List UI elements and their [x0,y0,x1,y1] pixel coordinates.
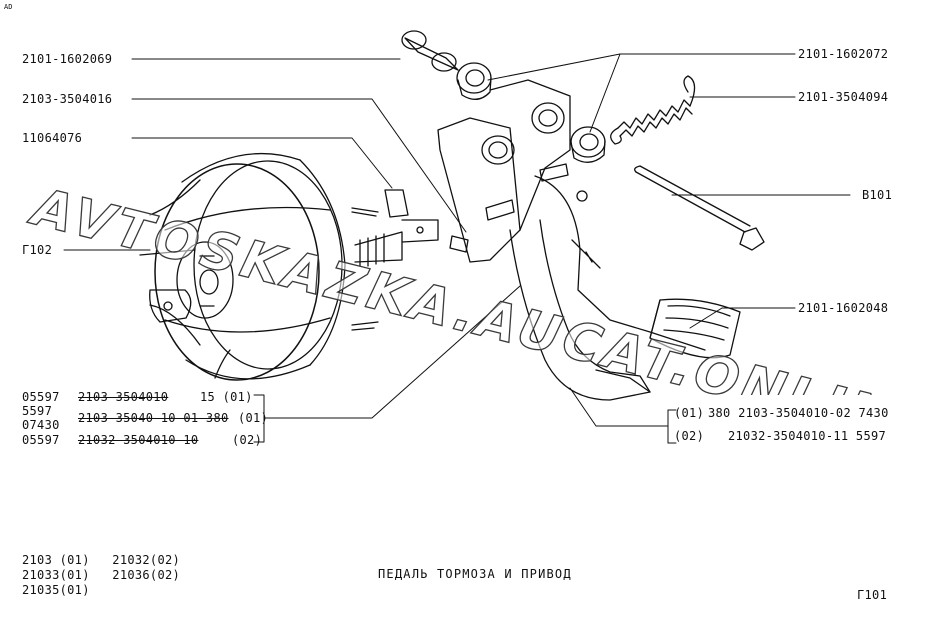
parts-right-variant-1: (01) [674,406,705,420]
parts-right-text-2: 21032-3504010-11 5597 [728,429,887,443]
parts-right-variant-2: (02) [674,429,705,443]
return-spring [610,75,696,145]
pedal-arm [509,175,706,401]
parts-left-code-4: 05597 [22,433,60,447]
watermark-text: AVTOSKAZKA.AUCAT.ONLINE [23,176,922,395]
pedal-pad [649,298,741,359]
page-title: ПЕДАЛЬ ТОРМОЗА И ПРИВОД [378,567,572,581]
callout-2101-1602048: 2101-1602048 [798,301,889,315]
parts-left-part-3: 2103-35040 10-01 380 [78,411,229,425]
callout-2103-3504016: 2103-3504016 [22,92,113,106]
pivot-bolt [634,165,765,251]
pedal-bracket [437,79,571,263]
callout-2101-1602069: 2101-1602069 [22,52,113,66]
leader-lines [63,53,851,444]
parts-left-code-3: 07430 [22,418,60,432]
page-code: Г101 [857,588,888,602]
parts-left-qty-4: (02) [232,433,263,447]
parts-left-code-1: 05597 [22,390,60,404]
callout-2101-1602072: 2101-1602072 [798,47,889,61]
models-row-2: 21033(01) 21036(02) [22,568,181,582]
callout-g102: Г102 [22,243,53,257]
parts-right-text-1: 380 2103-3504010-02 7430 [708,406,889,420]
parts-left-code-2: 5597 [22,404,53,418]
callout-11064076: 11064076 [22,131,83,145]
callout-v101: В101 [862,188,893,202]
parts-left-part-1: 2103-3504010 [78,390,169,404]
parts-left-part-4: 21032-3504010-10 [78,433,199,447]
parts-left-qty-1: 15 (01) [200,390,253,404]
pivot-bushings [401,30,606,163]
watermark: AVTOSKAZKA.AUCAT.ONLINE [22,176,922,395]
callout-2101-3504094: 2101-3504094 [798,90,889,104]
brake-booster [139,152,469,381]
models-row-1: 2103 (01) 21032(02) [22,553,181,567]
parts-left-qty-3: (01) [238,411,269,425]
corner-mark: AD [4,3,13,11]
models-row-3: 21035(01) [22,583,90,597]
